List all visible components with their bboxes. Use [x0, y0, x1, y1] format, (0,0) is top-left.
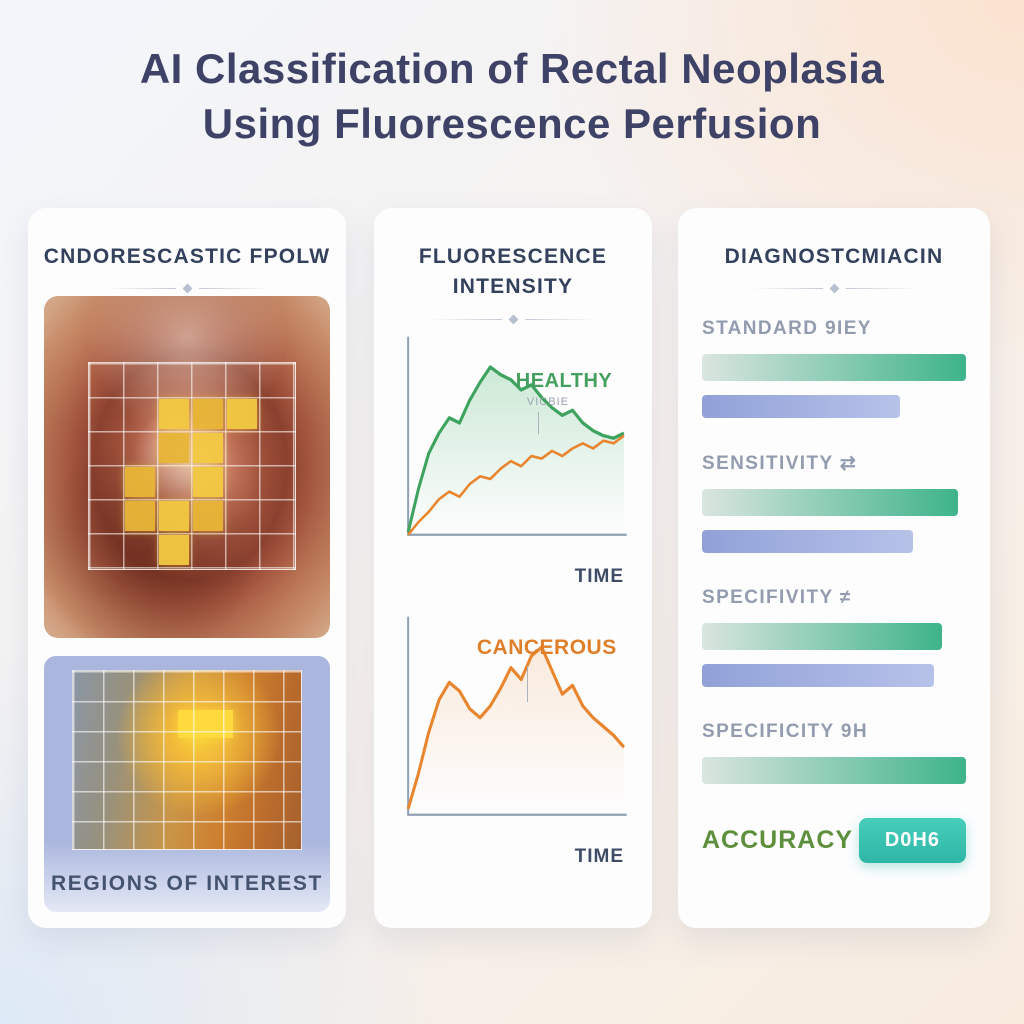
metric-label: SPECIFIVITY ≠ [702, 587, 852, 608]
metric-bar-green [702, 354, 966, 381]
healthy-chart [392, 324, 634, 562]
accuracy-value-button[interactable]: D0H6 [858, 818, 966, 863]
roi-highlight-cell [125, 501, 155, 531]
roi-highlight-cell [125, 467, 155, 497]
metric-bar-green [702, 623, 943, 650]
roi-highlight-cell [193, 467, 223, 497]
diamond-icon [508, 314, 518, 325]
panel-fluorescence-title-line2: INTENSITY [452, 275, 574, 299]
divider [28, 283, 346, 294]
cancerous-line [406, 645, 625, 810]
cancerous-chart [392, 604, 634, 842]
panel-endoscopic: CNDORESCASTIC FPOLW REGIONS OF INTEREST [28, 208, 346, 928]
accuracy-row: ACCURACY D0H6 [702, 818, 966, 863]
metric-bar-green [702, 489, 959, 516]
roi-heatmap-grid [72, 670, 302, 850]
time-axis-label: TIME [574, 846, 624, 867]
diamond-icon [182, 283, 192, 294]
heatmap-hot-cell [205, 709, 234, 738]
roi-highlight-cell [159, 501, 189, 531]
roi-highlight-cell [193, 433, 223, 463]
page-title-line2: Using Fluorescence Perfusion [202, 99, 822, 147]
divider [374, 314, 652, 325]
page-title: AI Classification of Rectal Neoplasia Us… [0, 42, 1024, 151]
roi-highlight-cell [227, 399, 257, 429]
metric-bar-blue [702, 395, 900, 418]
panel-endoscopic-title: CNDORESCASTIC FPOLW [43, 245, 331, 268]
roi-highlight-cell [193, 399, 223, 429]
roi-highlight-cell [159, 535, 189, 565]
healthy-label: HEALTHY [515, 370, 613, 392]
endoscopy-image [44, 296, 330, 638]
metric-bar-blue [702, 530, 914, 553]
heatmap-hot-cell [177, 709, 206, 738]
panel-metrics-title: DIAGNOSTCMIACIN [724, 245, 944, 268]
roi-highlight-cell [159, 399, 189, 429]
cancerous-pointer-line [526, 666, 528, 702]
accuracy-label: ACCURACY [702, 826, 854, 854]
roi-highlight-cell [159, 433, 189, 463]
panel-fluorescence: FLUORESCENCE INTENSITY HEALTHY [374, 208, 652, 928]
roi-heatmap-block: REGIONS OF INTEREST [44, 656, 330, 912]
panel-metrics: DIAGNOSTCMIACIN STANDARD 9IEY SENSITIVIT… [678, 208, 990, 928]
panel-fluorescence-title-line1: FLUORESCENCE [418, 245, 608, 268]
divider [678, 283, 990, 294]
healthy-line [406, 365, 625, 533]
secondary-line [407, 434, 625, 536]
page-title-line1: AI Classification of Rectal Neoplasia [139, 45, 885, 92]
cancerous-label: CANCEROUS [476, 636, 617, 659]
metric-label: SPECIFICITY 9H [702, 721, 869, 742]
roi-highlight-cell [193, 501, 223, 531]
metric-bar-blue [702, 664, 935, 687]
healthy-pointer-line [538, 412, 540, 434]
healthy-chart-svg [406, 336, 627, 536]
diamond-icon [829, 283, 839, 294]
metric-label: SENSITIVITY ⇄ [702, 453, 858, 474]
metric-label: STANDARD 9IEY [702, 318, 872, 339]
metrics-list: STANDARD 9IEY SENSITIVITY ⇄ SPECIFIVITY … [702, 318, 966, 904]
healthy-sublabel: VICBIE [526, 396, 569, 408]
metric-bar-green [702, 757, 966, 784]
roi-grid-overlay [88, 362, 296, 570]
cancerous-chart-svg [406, 616, 627, 816]
roi-caption: REGIONS OF INTEREST [51, 872, 323, 895]
time-axis-label: TIME [574, 566, 624, 587]
panel-fluorescence-title: FLUORESCENCE INTENSITY [384, 242, 642, 303]
